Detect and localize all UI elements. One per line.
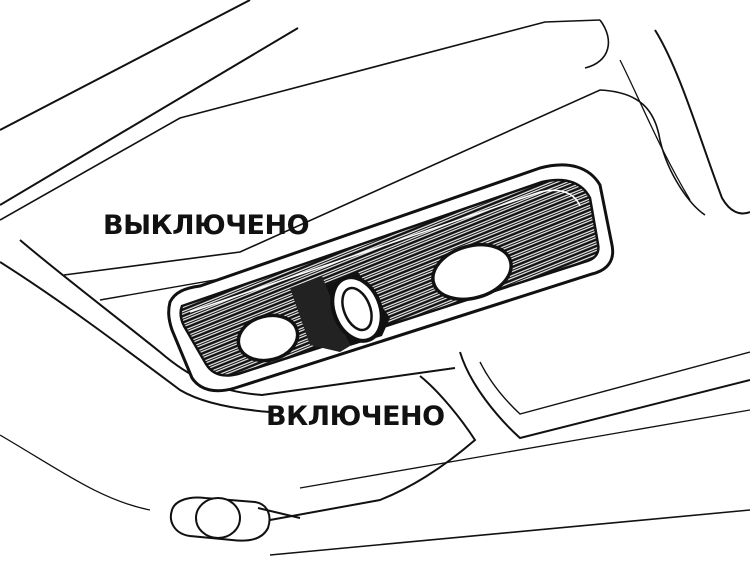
lamp-lens-left [236, 313, 300, 363]
lamp-switch [290, 272, 390, 352]
lamp-lens-right [431, 242, 513, 302]
sun-visor-clip [170, 496, 301, 542]
headliner-panels [0, 29, 750, 556]
label-off: ВЫКЛЮЧЕНО [103, 210, 310, 241]
windshield-lines [0, 0, 610, 221]
dome-lamp-housing [167, 163, 615, 393]
label-on: ВКЛЮЧЕНО [266, 401, 445, 432]
